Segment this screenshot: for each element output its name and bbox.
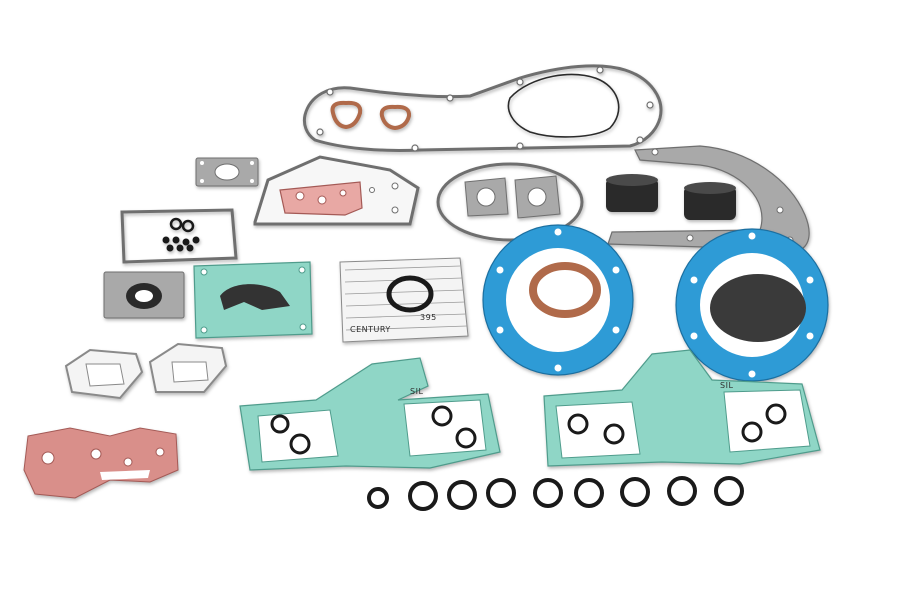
right-head-gasket-text: SIL — [720, 381, 733, 390]
cover-printed-text-1: CENTURY — [350, 325, 391, 334]
oval-gear-cover-gasket — [436, 162, 584, 242]
cam-cover-gasket — [253, 155, 420, 226]
o-ring — [667, 476, 697, 506]
o-ring — [447, 480, 477, 510]
o-ring — [367, 487, 389, 509]
cylinder-base-gasket — [193, 261, 313, 339]
blue-round-gasket-left — [482, 224, 634, 376]
primary-gasket-outline — [302, 64, 663, 153]
o-ring — [574, 478, 604, 508]
left-head-gasket-text: SIL — [410, 387, 423, 396]
small-white-gaskets — [64, 342, 228, 400]
rocker-cover-gasket — [120, 208, 238, 264]
cover-printed-text-2: 395 — [420, 313, 437, 322]
primary-cover-gasket — [302, 64, 663, 153]
o-ring — [714, 476, 744, 506]
grey-disc-gasket — [710, 274, 806, 342]
printed-cover-gasket: CENTURY 395 — [339, 257, 469, 343]
copper-seal-right — [379, 104, 412, 131]
black-seal — [386, 275, 434, 313]
o-ring-row — [367, 476, 744, 511]
small-black-plugs — [162, 236, 200, 252]
blue-round-gasket-right — [675, 228, 829, 382]
rubber-sleeves — [606, 174, 736, 220]
head-gasket-left: SIL — [239, 357, 501, 471]
graphite-insert — [220, 284, 290, 310]
primary-inner-seal — [507, 73, 620, 138]
copper-oil-seal — [529, 262, 601, 318]
primary-bolt-holes — [316, 66, 654, 152]
o-ring — [620, 477, 650, 507]
o-ring — [533, 478, 563, 508]
sleeve-right — [684, 182, 736, 220]
small-square-gasket — [195, 157, 259, 187]
o-ring — [486, 478, 516, 508]
pink-oil-pump-gasket — [23, 427, 179, 499]
sleeve-left — [606, 174, 658, 212]
small-copper-seals — [330, 100, 412, 131]
copper-seal-left — [330, 100, 363, 130]
head-gasket-right: SIL — [543, 349, 821, 467]
o-ring — [408, 481, 438, 511]
seal-plate-gasket — [103, 271, 185, 319]
